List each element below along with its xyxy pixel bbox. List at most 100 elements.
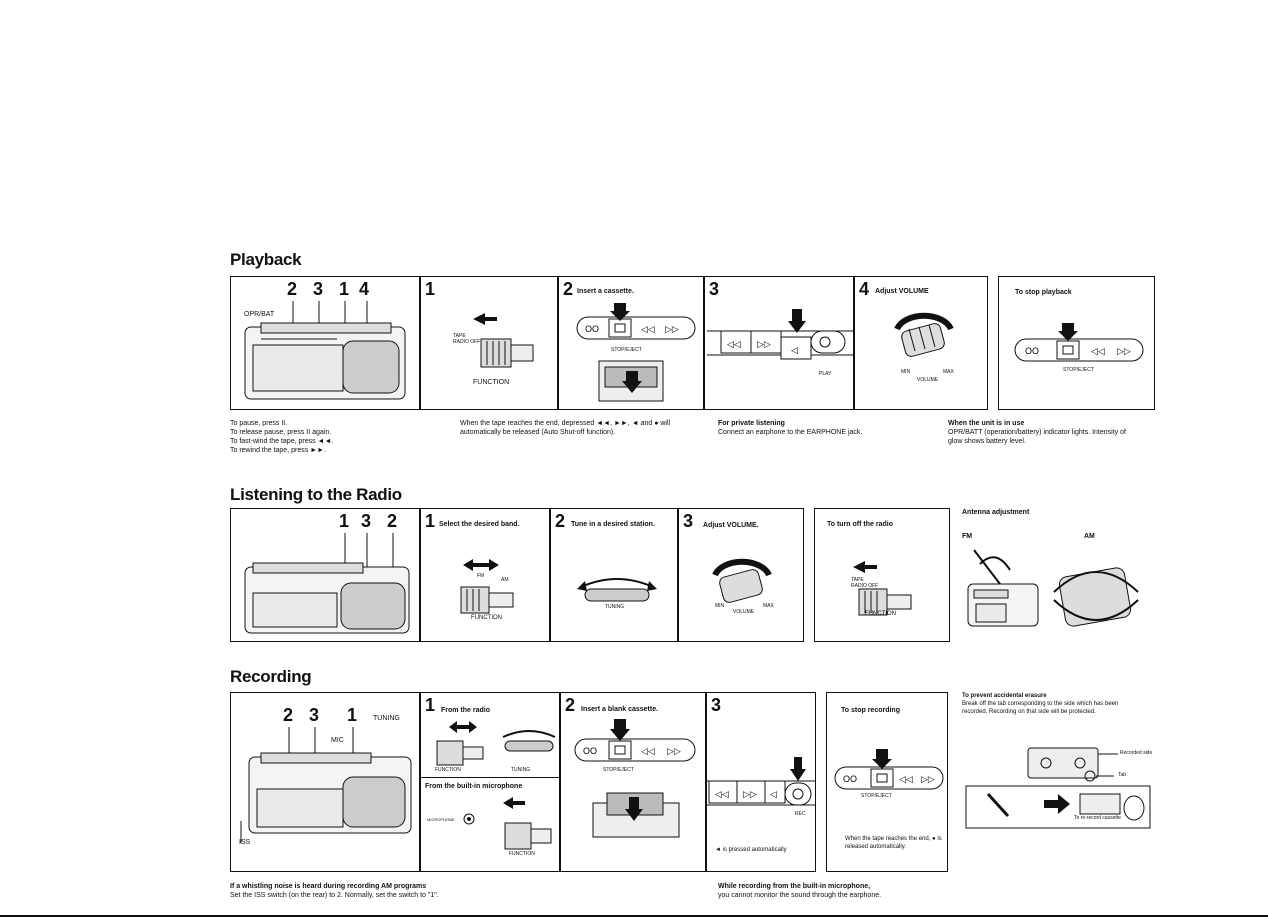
stop-eject-illustration: OO ◁◁▷▷ [576,303,696,402]
band-switch-illustration [460,559,514,614]
radio-illustration [244,533,410,634]
erasure-text: Break off the tab corresponding to the s… [962,701,1119,715]
svg-text:◁◁: ◁◁ [1091,346,1105,356]
callout-1: 1 [347,705,358,725]
volume-label: VOLUME [733,609,755,615]
radio-off-title: To turn off the radio [827,521,893,528]
step-number: 2 [555,511,566,531]
antenna-illustration [967,549,1139,627]
tuning-dial-illustration [577,578,657,602]
svg-text:▷▷: ▷▷ [665,324,679,334]
step-number: 1 [425,695,436,715]
recording-step-2-panel: 2 Insert a blank cassette. OO ◁◁▷▷ STOP/… [560,692,706,872]
playback-step-3-panel: 3 ◁◁ ▷▷ ◁ PLAY [704,276,854,410]
note-title: For private listening [718,420,785,427]
step-number: 3 [711,695,722,715]
rerecord-label: To re-record cassette [1074,815,1121,821]
radio-step-3-panel: 3 Adjust VOLUME. MIN MAX VOLUME [678,508,804,642]
note-title: While recording from the built-in microp… [718,883,871,890]
stop-eject-illustration: OO ◁◁▷▷ [574,719,696,838]
svg-text:▷▷: ▷▷ [667,746,681,756]
note-title: If a whistling noise is heard during rec… [230,883,427,890]
note-line: To release pause, press II again. [230,429,332,436]
play-label: PLAY [819,371,832,377]
radio-step-1-panel: 1 Select the desired band. FM AM FUNCTIO… [420,508,550,642]
stop-eject-label: STOP/EJECT [603,767,634,773]
erasure-note: To prevent accidental erasure Break off … [962,692,1142,716]
tuning-label: TUNING [511,767,531,773]
volume-min-label: MIN [901,369,911,375]
step-instruction: Select the desired band. [439,521,520,528]
antenna-heading: Antenna adjustment [962,509,1030,516]
function-label: FUNCTION [865,611,896,617]
svg-text:▷▷: ▷▷ [743,789,757,799]
fm-label: FM [477,573,485,579]
svg-text:◁: ◁ [770,789,777,799]
step-number: 1 [425,511,436,531]
rec-button-illustration: ◁◁ ▷▷ ◁ [707,757,815,806]
stop-eject-label: STOP/EJECT [1063,367,1094,373]
svg-text:◁◁: ◁◁ [641,324,655,334]
playback-step-1-panel: 1 TAPE RADIO OFF FUNCTION [420,276,558,410]
stop-recording-title: To stop recording [841,707,900,714]
antenna-title: Antenna adjustment [962,508,1029,517]
step-instruction: Adjust VOLUME. [703,522,759,529]
function-label-2: FUNCTION [509,851,535,857]
note-title: When the unit is in use [948,420,1025,427]
mic-monitor-note: While recording from the built-in microp… [718,882,978,900]
rec-label: REC [795,811,806,817]
note-body: Set the ISS switch (on the rear) to 2. N… [230,892,439,899]
volume-knob-illustration [712,558,772,603]
step-instruction: Tune in a desired station. [571,521,655,528]
step-number: 3 [683,511,694,531]
recording-step-3-panel: 3 ◁◁ ▷▷ ◁ REC ◄ is pressed automatically [706,692,816,872]
note-body: OPR/BATT (operation/battery) indicator l… [948,429,1126,445]
callout-3: 3 [313,279,324,299]
svg-text:◁◁: ◁◁ [899,774,913,784]
recording-step-1-panel: 1 From the radio FUNCTION TUNING From th… [420,692,560,872]
playback-title: Playback [230,250,302,269]
stop-eject-illustration: OO ◁◁▷▷ [834,749,944,790]
recorder-illustration [240,727,412,843]
volume-knob-illustration [894,312,954,357]
svg-text:◁: ◁ [791,345,798,355]
cassette-player-illustration [244,301,406,400]
function-label: FUNCTION [471,615,502,621]
stop-recording-panel: To stop recording OO ◁◁▷▷ STOP/EJECT Whe… [826,692,948,872]
mic-label: MIC [331,737,344,744]
tape-radio-off-label: TAPE RADIO OFF [453,333,481,345]
radio-off-panel: To turn off the radio TAPE RADIO OFF FUN… [814,508,950,642]
callout-4: 4 [359,279,370,299]
stop-eject-label: STOP/EJECT [861,793,892,799]
tuning-label: TUNING [373,715,400,722]
iss-label: ISS [239,839,251,846]
function-label: FUNCTION [473,379,510,386]
cassette-tab-illustration [965,747,1151,829]
recorded-side-label: Recorded side [1120,750,1153,756]
tab-label: Tab [1118,772,1127,778]
playback-step-4-panel: 4 Adjust VOLUME MIN MAX VOLUME [854,276,988,410]
antenna-am-label: AM [1084,533,1095,540]
svg-text:▷▷: ▷▷ [921,774,935,784]
step-instruction: From the radio [441,707,491,714]
function-switch-illustration [473,313,534,368]
volume-max-label: MAX [943,369,954,375]
unit-in-use-note: When the unit is in use OPR/BATT (operat… [948,419,1138,446]
function-label: FUNCTION [435,767,461,773]
recording-title: Recording [230,667,312,686]
callout-3: 3 [309,705,320,725]
stop-eject-illustration: OO ◁◁▷▷ [1014,323,1144,362]
step-number: 3 [709,279,720,299]
note-line: To pause, press II. [230,420,288,427]
callout-3: 3 [361,511,372,531]
opr-bat-label: OPR/BAT [244,311,275,318]
playback-device-panel: 2 3 1 4 OPR/BAT [230,276,420,410]
radio-step-2-panel: 2 Tune in a desired station. TUNING [550,508,678,642]
play-button-illustration: ◁◁ ▷▷ ◁ [707,309,853,360]
mic-instruction: From the built-in microphone [425,783,523,790]
callout-2: 2 [283,705,294,725]
svg-text:OO: OO [583,746,597,756]
microphone-label: MICROPHONE [427,817,455,822]
tuning-label: TUNING [605,604,625,610]
stop-recording-note: When the tape reaches the end, ● is rele… [845,836,942,850]
